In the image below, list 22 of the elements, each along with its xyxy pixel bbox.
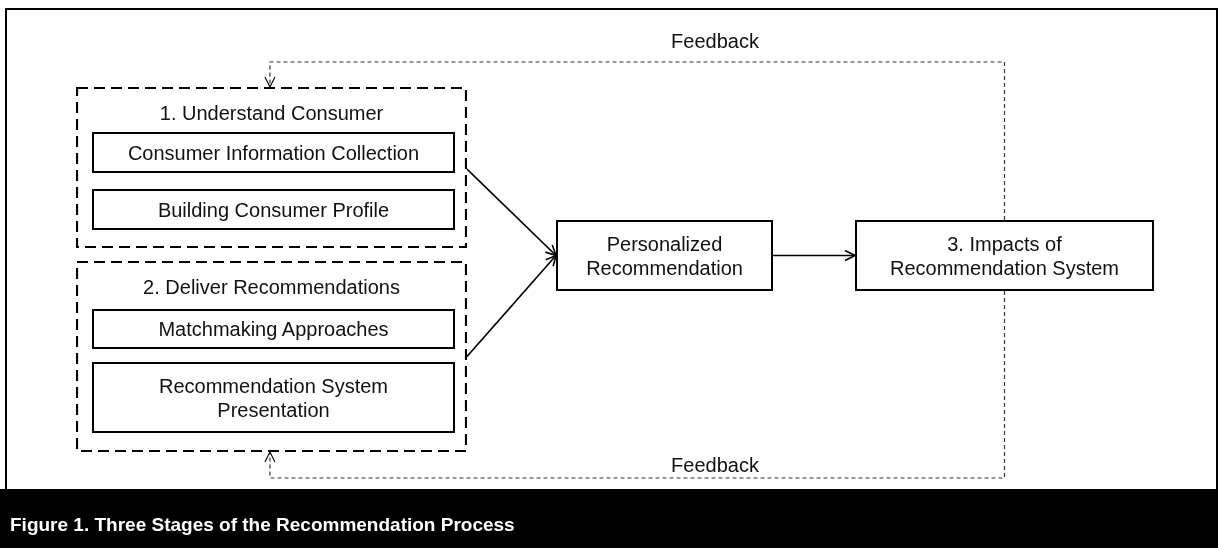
box-label: 3. Impacts of Recommendation System [889, 231, 1120, 280]
figure-caption: Figure 1. Three Stages of the Recommendation Process [10, 514, 515, 536]
process-box [92, 189, 455, 230]
feedback-arrow [264, 290, 1006, 479]
arrow [466, 254, 557, 358]
group-title: 1. Understand Consumer [158, 101, 385, 125]
process-box [92, 132, 455, 173]
arrow [466, 168, 557, 257]
process-box [556, 220, 773, 291]
box-label: Personalized Recommendation [585, 231, 744, 280]
process-box [92, 309, 455, 349]
box-label: Recommendation System Presentation [158, 373, 389, 422]
dashed-group-box [76, 87, 467, 248]
dashed-group-box [76, 261, 467, 452]
group-title: 2. Deliver Recommendations [142, 275, 401, 299]
process-box [855, 220, 1154, 291]
feedback-arrow [264, 61, 1006, 221]
box-label: Consumer Information Collection [126, 140, 421, 165]
arrow [772, 249, 856, 262]
process-box [92, 362, 455, 433]
box-label: Building Consumer Profile [156, 197, 391, 222]
box-label: Matchmaking Approaches [157, 317, 390, 341]
